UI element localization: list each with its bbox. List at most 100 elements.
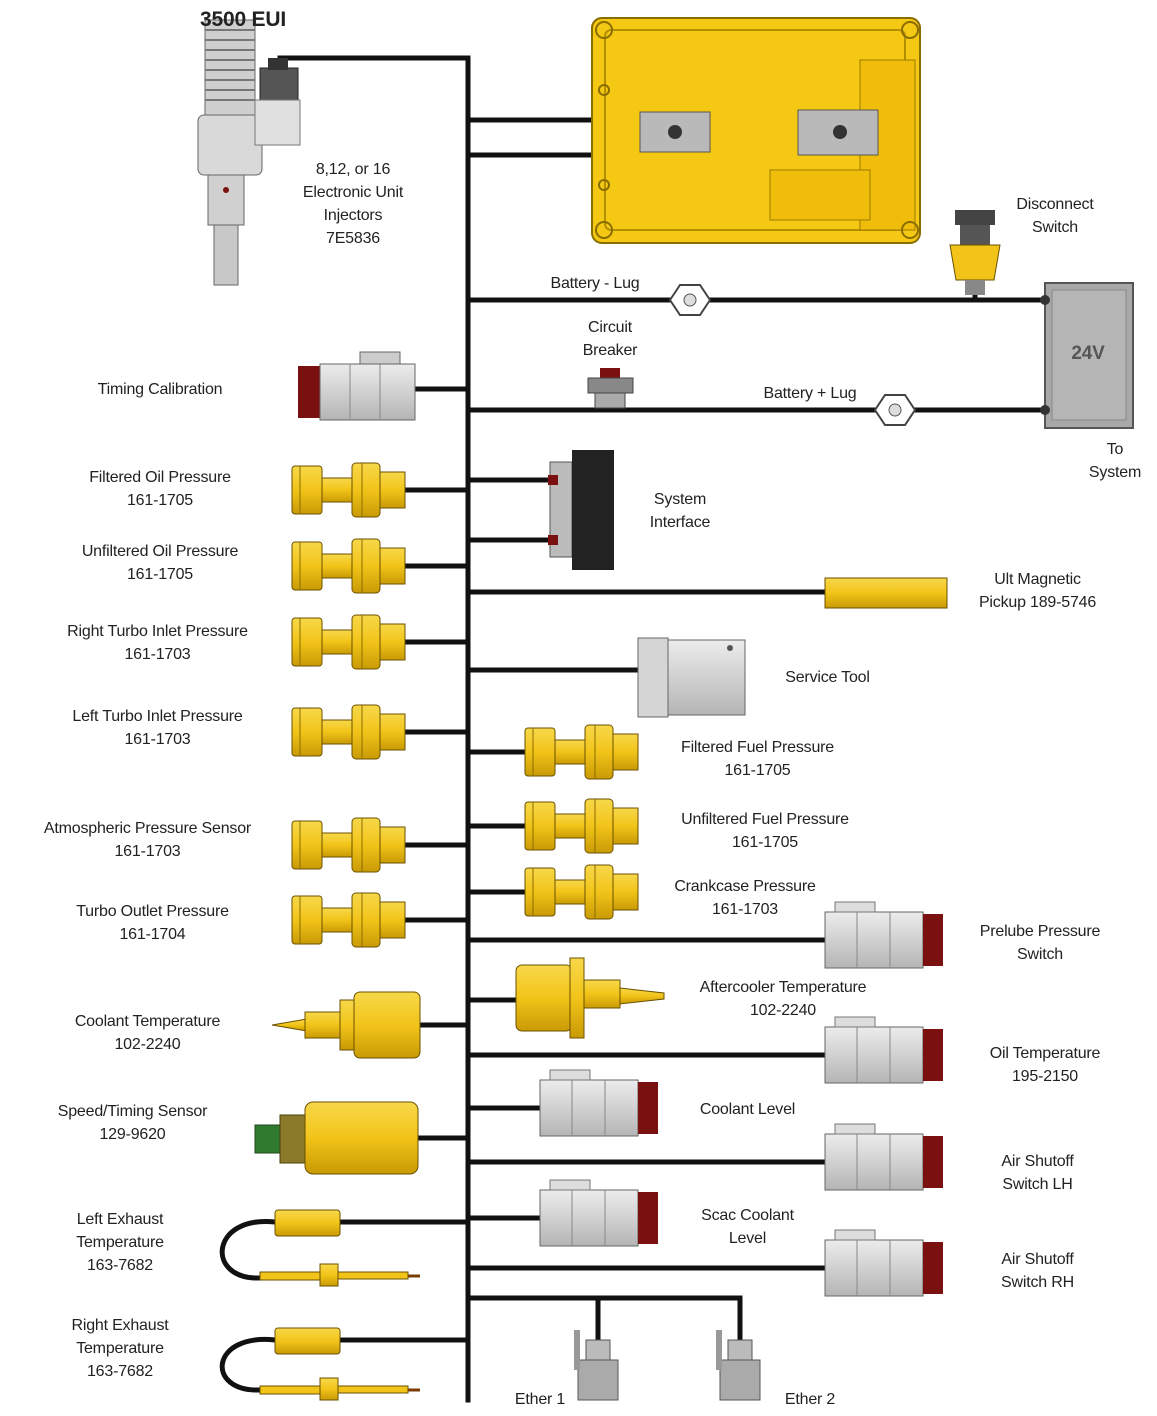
battery-plus-lug-label-line: Battery + Lug xyxy=(763,385,857,402)
coolant-level-label-line: Coolant Level xyxy=(699,1101,796,1118)
system-interface-label-line: Interface xyxy=(649,514,711,531)
coolant-temperature-sensor-icon xyxy=(271,991,421,1059)
oil-temperature-label-line: Oil Temperature xyxy=(989,1045,1101,1062)
disconnect-switch-icon xyxy=(949,210,1001,295)
turbo-outlet-pressure-label-line: 161-1704 xyxy=(119,926,186,943)
crankcase-pressure-label-line: 161-1703 xyxy=(711,901,779,918)
prelube-pressure-switch-label-line: Switch xyxy=(1017,946,1063,963)
service-tool-label: Service Tool xyxy=(760,666,895,689)
right-turbo-inlet-label-line: Right Turbo Inlet Pressure xyxy=(67,623,248,640)
timing-calibration-label: Timing Calibration xyxy=(55,378,265,401)
circuit-breaker-label-line: Breaker xyxy=(582,342,638,359)
right-turbo-inlet-pressure-sensor-icon xyxy=(291,614,406,670)
filtered-oil-pressure-sensor-icon xyxy=(291,462,406,518)
speed-timing-sensor-label-line: 129-9620 xyxy=(99,1126,166,1143)
ecm-module-icon xyxy=(591,17,921,244)
coolant-temperature-label-line: 102-2240 xyxy=(114,1036,181,1053)
battery-plus-lug-label: Battery + Lug xyxy=(745,382,875,405)
timing-calibration-label-line: Timing Calibration xyxy=(97,381,223,398)
ether-2-label-line: Ether 2 xyxy=(784,1391,836,1408)
coolant-temperature-label-line: Coolant Temperature xyxy=(74,1013,221,1030)
filtered-oil-pressure-label-line: 161-1705 xyxy=(126,492,194,509)
unfiltered-fuel-pressure-label-line: Unfiltered Fuel Pressure xyxy=(681,811,849,828)
left-exhaust-temperature-label-line: Left Exhaust xyxy=(76,1211,164,1228)
coolant-level-connector-icon xyxy=(539,1069,658,1137)
atmospheric-pressure-label-line: 161-1703 xyxy=(114,843,181,860)
injectors-label-line: Electronic Unit xyxy=(302,184,404,201)
right-exhaust-thermocouple-icon xyxy=(259,1327,420,1401)
speed-timing-sensor-label-line: Speed/Timing Sensor xyxy=(57,1103,208,1120)
battery-plus-lug-icon xyxy=(873,394,917,426)
timing-calibration-connector-icon xyxy=(298,351,416,421)
oil-temperature-label-line: 195-2150 xyxy=(1011,1068,1079,1085)
to-system-label-line: To xyxy=(1106,441,1124,458)
interface-connector-icon xyxy=(548,450,614,570)
aftercooler-temperature-sensor-icon xyxy=(515,957,665,1039)
battery-minus-lug-label: Battery - Lug xyxy=(530,272,660,295)
left-exhaust-temperature-label-line: Temperature xyxy=(76,1234,164,1251)
coolant-temperature-label: Coolant Temperature 102-2240 xyxy=(30,1010,265,1056)
air-shutoff-lh-label-line: Switch LH xyxy=(1002,1176,1073,1193)
coolant-level-label: Coolant Level xyxy=(675,1098,820,1121)
disconnect-switch-label-line: Switch xyxy=(1032,219,1078,236)
atmospheric-pressure-label-line: Atmospheric Pressure Sensor xyxy=(43,820,252,837)
diagram-title: 3500 EUI xyxy=(200,8,286,31)
air-shutoff-lh-connector-icon xyxy=(824,1123,943,1191)
injectors-label-line: 8,12, or 16 xyxy=(315,161,391,178)
service-tool-label-line: Service Tool xyxy=(785,669,870,686)
filtered-fuel-pressure-sensor-icon xyxy=(524,724,639,780)
circuit-breaker-icon xyxy=(587,368,634,409)
injectors-label-line: 7E5836 xyxy=(326,230,380,247)
service-tool-connector-icon xyxy=(637,637,746,718)
filtered-oil-pressure-label: Filtered Oil Pressure 161-1705 xyxy=(40,466,280,512)
battery-voltage-label: 24V xyxy=(1071,343,1105,364)
ether-2-label: Ether 2 xyxy=(765,1388,855,1411)
magnetic-pickup-label-line: Pickup 189-5746 xyxy=(978,594,1097,611)
unfiltered-oil-pressure-sensor-icon xyxy=(291,538,406,594)
battery-minus-lug-label-line: Battery - Lug xyxy=(550,275,640,292)
filtered-oil-pressure-label-line: Filtered Oil Pressure xyxy=(89,469,231,486)
system-interface-label-line: System xyxy=(653,491,707,508)
crankcase-pressure-label-line: Crankcase Pressure xyxy=(674,878,816,895)
turbo-outlet-pressure-sensor-icon xyxy=(291,892,406,948)
left-exhaust-thermocouple-icon xyxy=(259,1209,420,1287)
scac-coolant-level-label-line: Level xyxy=(728,1230,767,1247)
injectors-label-line: Injectors xyxy=(323,207,383,224)
right-exhaust-temperature-label-line: 163-7682 xyxy=(86,1363,154,1380)
speed-timing-sensor-icon xyxy=(254,1101,419,1175)
disconnect-switch-label-line: Disconnect xyxy=(1016,196,1094,213)
oil-temperature-connector-icon xyxy=(824,1016,943,1084)
scac-coolant-level-label-line: Scac Coolant xyxy=(701,1207,794,1224)
battery-minus-lug-icon xyxy=(668,284,712,316)
right-exhaust-temperature-label-line: Right Exhaust xyxy=(71,1317,169,1334)
air-shutoff-lh-label-line: Air Shutoff xyxy=(1001,1153,1074,1170)
left-exhaust-temperature-label-line: 163-7682 xyxy=(86,1257,154,1274)
filtered-fuel-pressure-label-line: 161-1705 xyxy=(724,762,791,779)
ether-1-label: Ether 1 xyxy=(495,1388,585,1411)
aftercooler-temperature-label-line: 102-2240 xyxy=(749,1002,817,1019)
oil-temperature-label: Oil Temperature 195-2150 xyxy=(960,1042,1130,1088)
atmospheric-pressure-label: Atmospheric Pressure Sensor 161-1703 xyxy=(5,817,290,863)
air-shutoff-rh-label-line: Air Shutoff xyxy=(1001,1251,1074,1268)
turbo-outlet-pressure-label-line: Turbo Outlet Pressure xyxy=(76,903,229,920)
pressure-sensor-group xyxy=(291,462,639,948)
air-shutoff-rh-label-line: Switch RH xyxy=(1001,1274,1074,1291)
unfiltered-oil-pressure-label-line: 161-1705 xyxy=(126,566,194,583)
to-system-label-line: System xyxy=(1088,464,1142,481)
atmospheric-pressure-sensor-icon xyxy=(291,817,406,873)
connector-group xyxy=(539,901,943,1297)
circuit-breaker-label-line: Circuit xyxy=(588,319,632,336)
air-shutoff-rh-connector-icon xyxy=(824,1229,943,1297)
crankcase-pressure-sensor-icon xyxy=(524,864,639,920)
